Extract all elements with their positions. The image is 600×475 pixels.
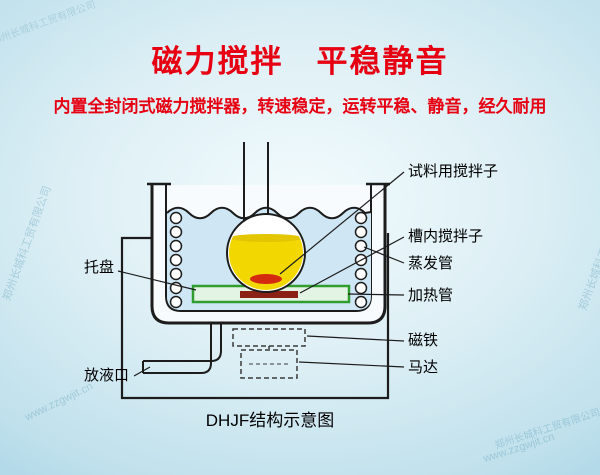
sample-stirrer-bar bbox=[250, 274, 282, 284]
tank-inner-wall bbox=[165, 185, 372, 312]
flask bbox=[226, 142, 306, 293]
label-heating-tube: 加热管 bbox=[408, 287, 454, 304]
label-motor: 马达 bbox=[408, 359, 439, 376]
housing-outline bbox=[120, 233, 390, 400]
motor-block bbox=[240, 346, 298, 379]
magnet-block bbox=[232, 328, 306, 347]
label-tray: 托盘 bbox=[84, 259, 115, 276]
label-evaporation-tube: 蒸发管 bbox=[408, 255, 454, 272]
drain-pipe bbox=[142, 323, 222, 374]
label-sample-stirrer: 试料用搅拌子 bbox=[408, 163, 499, 180]
leader-lines bbox=[117, 171, 405, 377]
liquid-surface-line bbox=[166, 206, 372, 220]
diagram-caption: DHJF结构示意图 bbox=[205, 411, 335, 430]
tank-stirrer-bar bbox=[240, 291, 298, 298]
label-tank-stirrer: 槽内搅拌子 bbox=[408, 228, 484, 245]
label-drain-port: 放液口 bbox=[84, 367, 130, 384]
page-title: 磁力搅拌 平稳静音 bbox=[151, 44, 449, 79]
evaporation-tube-coils bbox=[169, 211, 368, 309]
page-subtitle: 内置全封闭式磁力搅拌器，转速稳定，运转平稳、静音，经久耐用 bbox=[53, 97, 547, 116]
label-magnet: 磁铁 bbox=[408, 332, 439, 349]
